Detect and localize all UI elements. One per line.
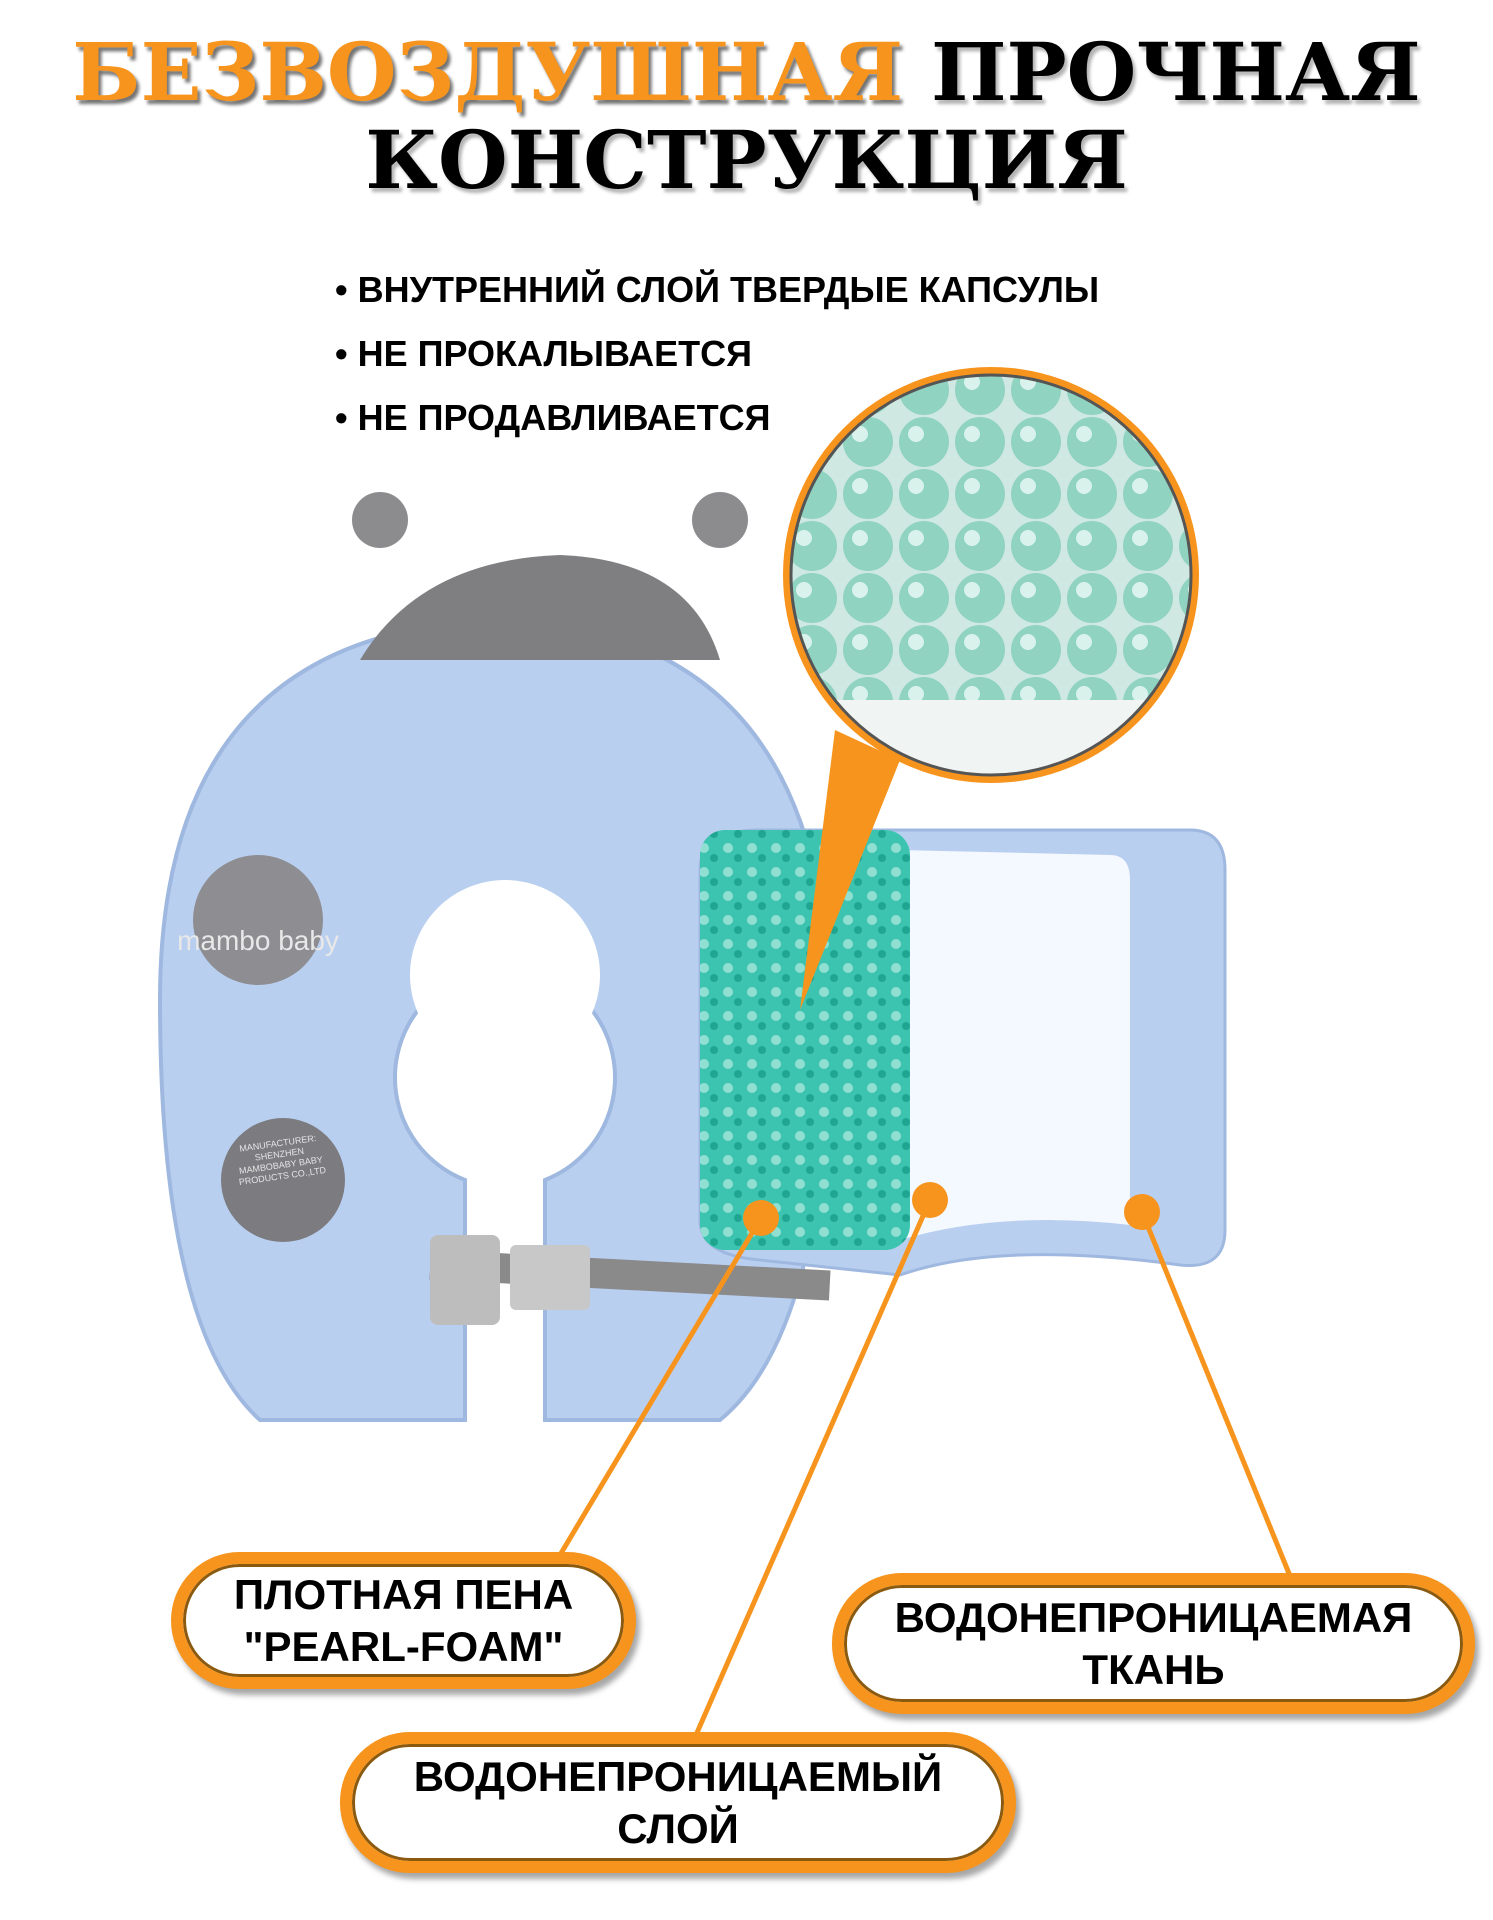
title-highlight: БЕЗВОЗДУШНАЯ bbox=[72, 25, 904, 119]
callout-foam-line2: "PEARL-FOAM" bbox=[243, 1622, 564, 1670]
feature-item: • НЕ ПРОДАВЛИВАЕТСЯ bbox=[335, 397, 771, 438]
callout-fabric-line2: ТКАНЬ bbox=[1082, 1645, 1225, 1693]
magnifier-pointer bbox=[800, 730, 900, 1010]
title-line-1: БЕЗВОЗДУШНАЯ ПРОЧНАЯ bbox=[0, 22, 1493, 122]
feature-item: • НЕ ПРОКАЛЫВАЕТСЯ bbox=[335, 333, 753, 374]
feature-item: • ВНУТРЕННИЙ СЛОЙ ТВЕРДЫЕ КАПСУЛЫ bbox=[335, 269, 1100, 310]
brand-logo-text: mambo baby bbox=[177, 925, 339, 956]
buckle-icon bbox=[510, 1245, 590, 1310]
callout-fabric-line1: ВОДОНЕПРОНИЦАЕМАЯ bbox=[894, 1593, 1413, 1641]
callout-layer-line2: СЛОЙ bbox=[617, 1804, 739, 1852]
title-line-2: КОНСТРУКЦИЯ bbox=[0, 110, 1493, 210]
pearl-foam-layer bbox=[700, 830, 910, 1250]
neck-float: mambo baby bbox=[157, 555, 833, 1422]
callout-lines bbox=[557, 1198, 1293, 1737]
magnifier-circle bbox=[783, 367, 1199, 783]
title-rest: ПРОЧНАЯ bbox=[930, 25, 1421, 119]
product-info-sticker bbox=[221, 1118, 345, 1242]
bee-antennae bbox=[352, 492, 748, 548]
callout-dots bbox=[743, 1182, 1160, 1236]
callout-foam-line1: ПЛОТНАЯ ПЕНА bbox=[233, 1570, 574, 1618]
brand-logo bbox=[193, 855, 323, 985]
title-line-2-text: КОНСТРУКЦИЯ bbox=[365, 113, 1128, 207]
cross-section bbox=[698, 730, 1227, 1277]
callout-layer-line1: ВОДОНЕПРОНИЦАЕМЫЙ bbox=[413, 1752, 943, 1800]
callout-foam: ПЛОТНАЯ ПЕНА"PEARL-FOAM" bbox=[171, 1552, 636, 1689]
product-info-sticker-text: MANUFACTURER: SHENZHEN MAMBOBABY BABY PR… bbox=[238, 1133, 327, 1188]
feature-list: • ВНУТРЕННИЙ СЛОЙ ТВЕРДЫЕ КАПСУЛЫ • НЕ П… bbox=[335, 258, 1235, 450]
